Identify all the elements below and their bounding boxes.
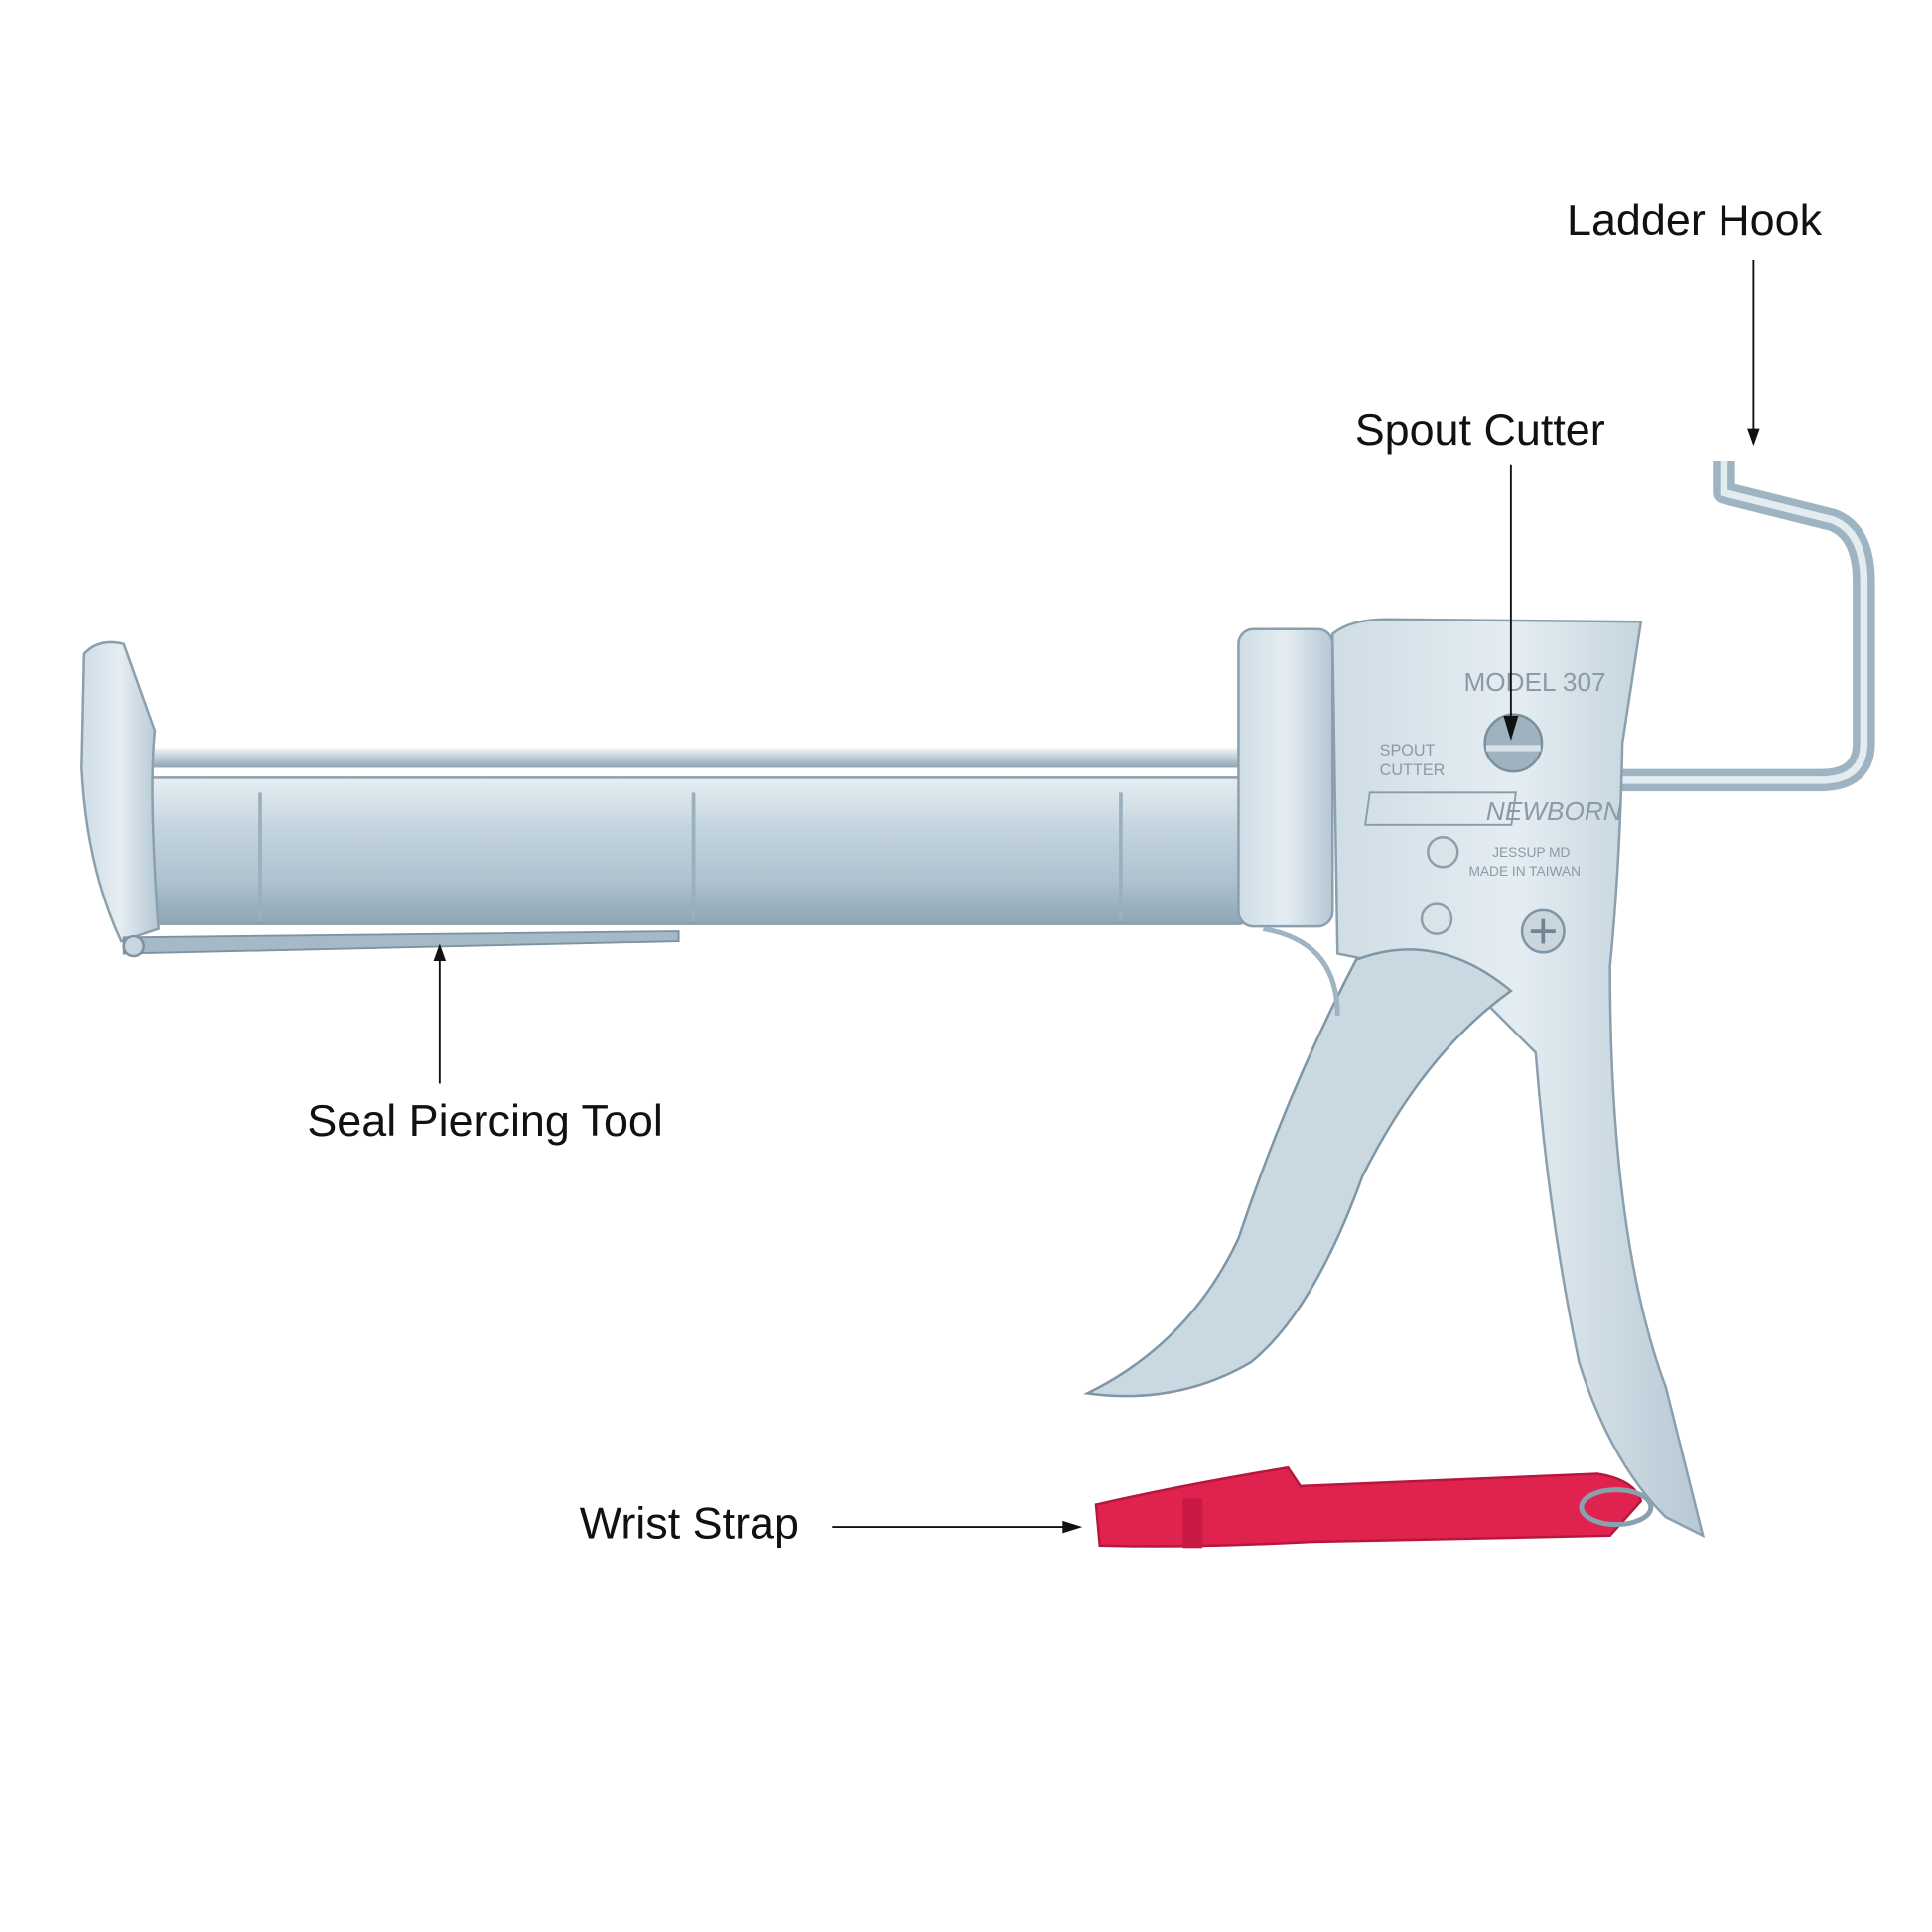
label-wrist-strap: Wrist Strap (580, 1497, 799, 1548)
ladder-hook (1609, 461, 1875, 792)
callout-seal-piercing-tool: Seal Piercing Tool (307, 943, 663, 1146)
plunger-rod (148, 748, 1264, 768)
label-seal-piercing-tool: Seal Piercing Tool (307, 1095, 663, 1146)
callout-ladder-hook: Ladder Hook (1567, 195, 1823, 447)
brand-logo: NEWBORN (1486, 796, 1622, 826)
label-ladder-hook: Ladder Hook (1567, 195, 1823, 245)
trigger (1083, 948, 1513, 1398)
callout-wrist-strap: Wrist Strap (580, 1497, 1083, 1548)
strap-ring (1579, 1487, 1654, 1528)
arrow-head-icon (1503, 716, 1519, 741)
rivet (1420, 902, 1453, 935)
arrow-head-icon (433, 943, 447, 962)
wrist-strap (1094, 1465, 1643, 1548)
handle-frame (1330, 618, 1706, 1539)
cutter-stamp: CUTTER (1380, 761, 1446, 779)
end-cap (80, 640, 160, 943)
callout-spout-cutter: Spout Cutter (1355, 404, 1605, 741)
spout-stamp: SPOUT (1380, 742, 1436, 759)
strap-loop (1182, 1498, 1203, 1549)
model-stamp: MODEL 307 (1463, 667, 1605, 697)
brand-box (1364, 791, 1517, 826)
arrow-head-icon (1062, 1520, 1083, 1534)
arrow-head-icon (1747, 428, 1760, 447)
made-in-stamp: MADE IN TAIWAN (1468, 864, 1581, 879)
collar (1237, 627, 1334, 928)
rivet (1427, 836, 1459, 869)
label-spout-cutter: Spout Cutter (1355, 404, 1605, 455)
location-stamp: JESSUP MD (1492, 845, 1570, 860)
seal-piercing-tool (122, 930, 680, 955)
spout-cutter-hole (1483, 713, 1544, 773)
